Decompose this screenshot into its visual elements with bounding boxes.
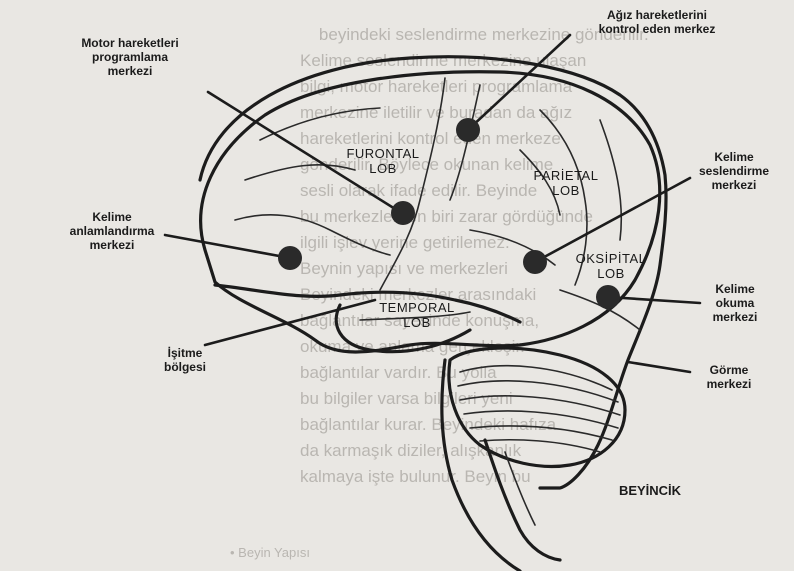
- voicing-center-dot: [523, 250, 547, 274]
- cerebellum-outline: [449, 348, 625, 466]
- leader-hearing: [205, 300, 375, 345]
- leader-vision: [628, 362, 690, 372]
- cerebellum-folia: [458, 366, 620, 452]
- label-parietal-lobe: PARİETAL LOB: [516, 168, 616, 198]
- central-sulcus: [380, 78, 445, 290]
- label-mouth-center: Ağız hareketlerini kontrol eden merkez: [562, 8, 752, 36]
- label-motor-center: Motor hareketleri programlama merkezi: [50, 36, 210, 78]
- sulcus: [235, 215, 390, 255]
- label-meaning-center: Kelime anlamlandırma merkezi: [52, 210, 172, 252]
- label-occipital-lobe: OKSİPİTAL LOB: [556, 251, 666, 281]
- label-cerebellum: BEYİNCİK: [600, 484, 700, 498]
- leader-meaning: [165, 235, 290, 258]
- meaning-center-dot: [278, 246, 302, 270]
- label-frontal-lobe: FURONTAL LOB: [328, 146, 438, 176]
- mouth-center-dot: [456, 118, 480, 142]
- motor-center-dot: [391, 201, 415, 225]
- leader-mouth: [470, 35, 570, 128]
- label-temporal-lobe: TEMPORAL LOB: [362, 300, 472, 330]
- label-vision-center: Görme merkezi: [686, 363, 772, 391]
- sulcus: [450, 85, 480, 200]
- label-reading-center: Kelime okuma merkezi: [680, 282, 790, 324]
- reading-center-dot: [596, 285, 620, 309]
- label-voicing-center: Kelime seslendirme merkezi: [678, 150, 790, 192]
- brain-stem: [485, 440, 560, 560]
- neck-outline: [442, 360, 520, 571]
- label-hearing-area: İşitme bölgesi: [150, 346, 220, 374]
